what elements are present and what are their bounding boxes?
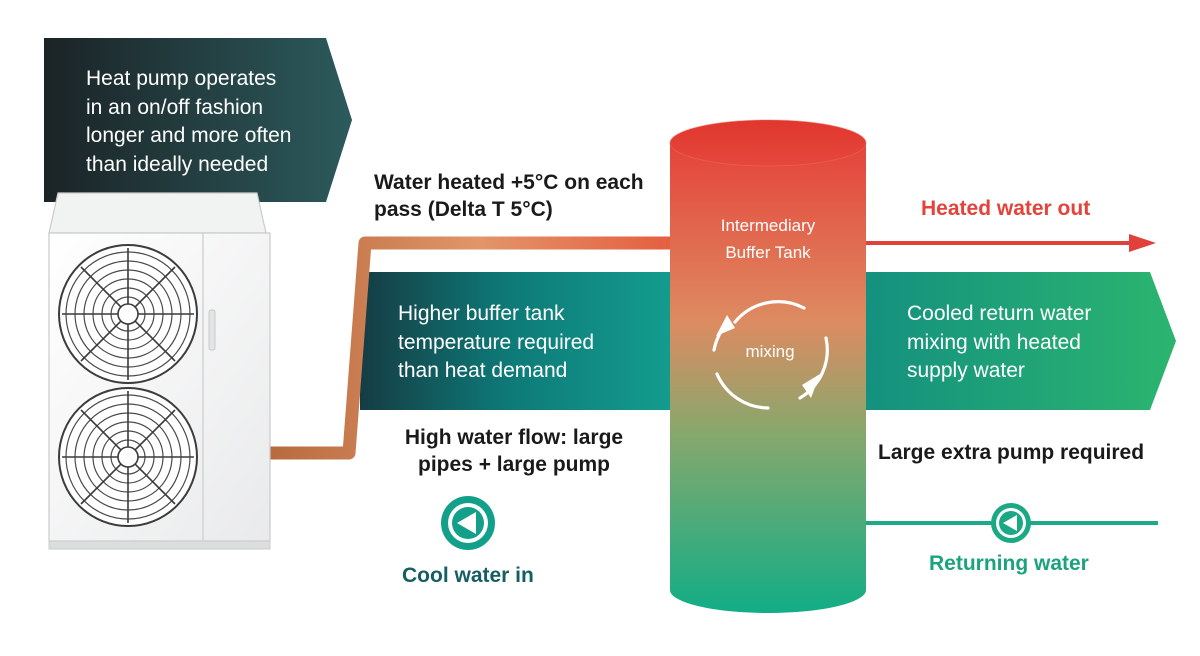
arrow-right-icon [1129,234,1156,252]
callout-line: longer and more often [86,124,292,147]
returning-water-label: Returning water [929,552,1089,575]
mixing-cycle-icon [712,300,829,410]
callout-line: supply water [907,359,1025,382]
cooled-return-callout-band [850,272,1176,410]
cooled-return-callout-text: Cooled return water mixing with heated s… [907,300,1091,386]
heat-pump-callout-box [44,38,352,202]
callout-line: in an on/off fashion [86,95,264,119]
callout-line: Cooled return water [907,302,1092,325]
pump-icon [991,503,1031,543]
heat-pump-callout-text: Heat pump operates in an on/off fashion … [86,65,291,179]
fan-icon [58,244,198,384]
extra-pump-note: Large extra pump required [878,441,1145,464]
note-line: pass (Delta T 5°C) [374,198,553,221]
buffer-temp-callout-band [360,272,690,410]
note-line: pipes + large pump [418,453,610,476]
fan-icon [58,387,198,527]
heated-water-out-label: Heated water out [921,197,1091,220]
note-line: Water heated +5°C on each [374,171,644,194]
callout-line: than heat demand [398,359,568,382]
callout-line: temperature required [398,330,595,354]
cool-water-in-label: Cool water in [402,564,534,587]
tank-label: Intermediary Buffer Tank [698,212,838,266]
water-heated-note: Water heated +5°C on each pass (Delta T … [374,169,644,223]
callout-line: than ideally needed [86,152,269,176]
callout-line: Heat pump operates [86,67,277,90]
callout-line: mixing with heated [907,330,1081,354]
hot-supply-pipe [268,236,690,460]
callout-line: Higher buffer tank [398,302,565,325]
buffer-tank [669,119,867,613]
tank-label-line: Buffer Tank [725,243,811,262]
tank-label-line: Intermediary [720,216,816,235]
note-line: High water flow: large [404,426,624,449]
pump-icon [441,496,495,550]
high-flow-note: High water flow: large pipes + large pum… [400,424,628,478]
buffer-temp-callout-text: Higher buffer tank temperature required … [398,300,594,386]
mixing-label: mixing [745,342,795,361]
